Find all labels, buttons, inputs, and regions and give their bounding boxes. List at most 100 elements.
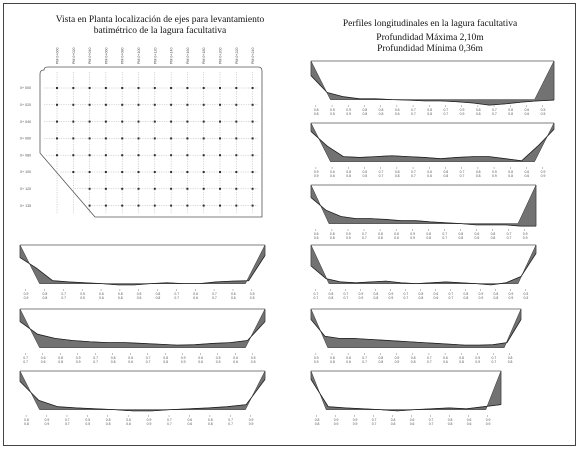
station-depth-label: 0.7 xyxy=(314,292,319,296)
survey-point xyxy=(56,154,58,157)
station-depth-label: 0.7 xyxy=(362,232,367,236)
station-depth-label: 0.9 xyxy=(24,296,29,300)
station-depth-label: 0.7 xyxy=(228,422,233,426)
station-depth-label: 0.7 xyxy=(507,236,512,240)
station-depth-label: 0.7 xyxy=(411,174,416,178)
station-depth-label: 0.9 xyxy=(523,236,528,240)
station-depth-label: 0.8 xyxy=(419,296,424,300)
section-profile: 0.80.80.90.90.70.70.50.50.80.80.60.60.90… xyxy=(19,370,266,426)
row-axis-label: 0+ 100 xyxy=(20,170,31,174)
survey-point xyxy=(170,87,173,89)
survey-point xyxy=(153,103,156,106)
station-depth-label: 0.8 xyxy=(378,236,383,240)
station-depth-label: 0.7 xyxy=(411,170,416,174)
station-depth-label: 0.8 xyxy=(362,112,367,116)
station-depth-label: 0.9 xyxy=(45,418,50,422)
row-axis-label: 0+ 000 xyxy=(20,86,31,90)
station-depth-label: 0.6 xyxy=(128,360,133,364)
station-depth-label: 0.9 xyxy=(334,418,339,422)
station-depth-label: 0.5 xyxy=(250,296,255,300)
station-depth-label: 0.8 xyxy=(374,296,379,300)
section-profile: 0.90.90.80.80.70.70.50.50.60.60.80.80.50… xyxy=(19,244,266,300)
survey-point xyxy=(202,171,205,173)
station-depth-label: 0.6 xyxy=(330,170,335,174)
column-axis-label: PM 0+100 xyxy=(137,48,141,64)
station-depth-label: 0.8 xyxy=(391,422,396,426)
station-depth-label: 0.8 xyxy=(411,360,416,364)
survey-point xyxy=(251,204,254,207)
survey-point xyxy=(88,120,91,123)
station-depth-label: 0.7 xyxy=(362,356,367,360)
survey-point xyxy=(72,103,75,106)
station-depth-label: 0.7 xyxy=(429,418,434,422)
measured-bottom-line xyxy=(310,319,522,346)
station-depth-label: 0.6 xyxy=(198,360,203,364)
sludge-fill xyxy=(310,370,502,412)
station-depth-label: 0.7 xyxy=(65,422,70,426)
station-depth-label: 0.7 xyxy=(449,296,454,300)
survey-point xyxy=(251,103,254,106)
survey-point xyxy=(104,120,107,123)
survey-point xyxy=(219,187,221,190)
station-depth-label: 0.5 xyxy=(137,292,142,296)
depth-max-label: Profundidad Máxima 2,10m xyxy=(376,33,484,43)
station-depth-label: 0.6 xyxy=(330,174,335,178)
station-depth-label: 0.7 xyxy=(65,418,70,422)
station-depth-label: 0.6 xyxy=(193,296,198,300)
section-profile: 0.90.90.60.60.80.80.50.50.70.70.80.80.70… xyxy=(310,122,555,178)
station-depth-label: 0.8 xyxy=(395,170,400,174)
station-depth-label: 0.6 xyxy=(233,356,238,360)
survey-point xyxy=(251,120,254,123)
station-depth-label: 0.6 xyxy=(346,360,351,364)
station-depth-label: 0.5 xyxy=(251,356,256,360)
station-depth-label: 0.6 xyxy=(427,170,432,174)
measured-bottom-line xyxy=(310,379,502,412)
column-axis-label: PM 0+080 xyxy=(121,48,125,64)
survey-point xyxy=(104,204,107,207)
station-depth-label: 0.8 xyxy=(491,232,496,236)
profiles-depth-info: Profundidad Máxima 2,10m Profundidad Mín… xyxy=(330,33,530,55)
station-depth-label: 0.7 xyxy=(372,422,377,426)
station-depth-label: 0.8 xyxy=(346,170,351,174)
station-depth-label: 0.9 xyxy=(486,418,491,422)
station-depth-label: 0.8 xyxy=(118,296,123,300)
survey-point xyxy=(104,171,107,173)
station-depth-label: 0.7 xyxy=(314,296,319,300)
station-depth-label: 0.7 xyxy=(443,112,448,116)
station-depth-label: 0.5 xyxy=(137,296,142,300)
station-depth-label: 0.9 xyxy=(541,170,546,174)
station-depth-label: 0.9 xyxy=(359,296,364,300)
sludge-fill xyxy=(310,122,555,162)
station-depth-label: 0.8 xyxy=(448,418,453,422)
station-depth-label: 0.6 xyxy=(524,108,529,112)
survey-point xyxy=(170,137,173,140)
station-depth-label: 0.8 xyxy=(156,296,161,300)
survey-point xyxy=(235,87,238,89)
station-depth-label: 0.6 xyxy=(126,422,131,426)
measured-bottom-line xyxy=(310,129,555,162)
station-depth-label: 0.9 xyxy=(249,422,254,426)
station-depth-label: 0.8 xyxy=(58,356,63,360)
column-axis-label: PM 0+220 xyxy=(235,48,239,64)
station-depth-label: 0.5 xyxy=(524,292,529,296)
station-depth-label: 0.8 xyxy=(476,112,481,116)
measured-bottom-line xyxy=(19,255,266,286)
survey-point xyxy=(186,204,189,207)
station-depth-label: 0.5 xyxy=(330,112,335,116)
survey-point xyxy=(170,103,173,106)
station-depth-label: 0.8 xyxy=(329,296,334,300)
station-depth-label: 0.7 xyxy=(372,418,377,422)
station-depth-label: 0.9 xyxy=(353,418,358,422)
survey-point xyxy=(251,187,254,190)
station-depth-label: 0.6 xyxy=(395,108,400,112)
survey-point xyxy=(219,87,221,89)
survey-point xyxy=(219,137,221,140)
station-depth-label: 0.9 xyxy=(314,360,319,364)
survey-point xyxy=(72,120,75,123)
station-depth-label: 0.8 xyxy=(426,232,431,236)
survey-point xyxy=(202,103,205,106)
survey-point xyxy=(186,154,189,157)
station-depth-label: 0.8 xyxy=(464,296,469,300)
station-depth-label: 0.9 xyxy=(346,236,351,240)
column-axis-label: PM 0+120 xyxy=(153,48,157,64)
